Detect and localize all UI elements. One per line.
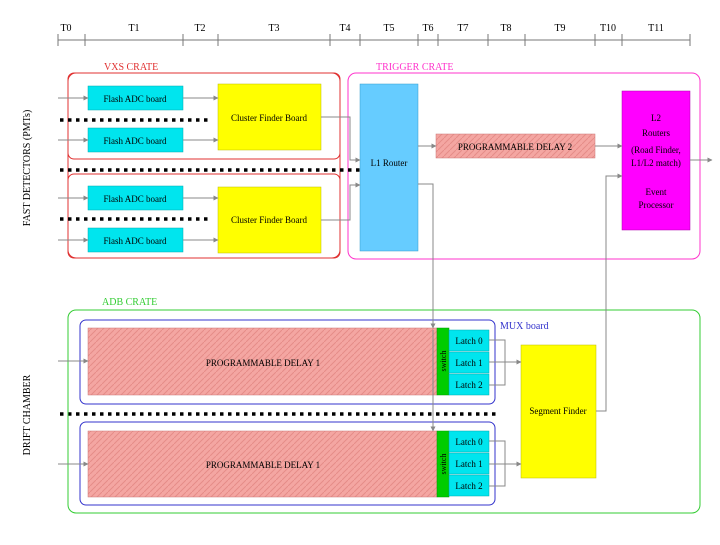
flash-adc-label: Flash ADC board	[104, 236, 168, 246]
programmable-delay-1-label: PROGRAMMABLE DELAY 1	[206, 358, 320, 368]
timeline-label-t4: T4	[339, 23, 350, 34]
vxs-crate-label: VXS CRATE	[104, 62, 158, 73]
trigger-crate-frame	[347, 72, 701, 260]
flash-adc-board: Flash ADC board	[87, 227, 184, 253]
l1-router-label: L1 Router	[371, 158, 408, 168]
timeline-label-t10: T10	[600, 23, 616, 34]
l2-match-label: L1/L2 match)	[631, 158, 681, 168]
mux-board-label: MUX board	[500, 321, 549, 332]
cluster-finder-label: Cluster Finder Board	[231, 113, 307, 123]
vxs-crate-upper	[67, 72, 341, 160]
flash-adc-board: Flash ADC board	[87, 185, 184, 211]
programmable-delay-2-label: PROGRAMMABLE DELAY 2	[458, 142, 572, 152]
l2-event-label: Event	[646, 187, 667, 197]
latch-2-label: Latch 2	[455, 380, 482, 390]
switch-label: switch	[439, 351, 448, 372]
fast-detectors-label: FAST DETECTORS (PMTs)	[22, 110, 33, 227]
cluster-finder-board: Cluster Finder Board	[217, 83, 322, 151]
timeline: T0 T1 T2 T3 T4 T5 T6 T7 T8 T9 T10 T11	[57, 23, 691, 46]
segment-finder: Segment Finder	[520, 344, 597, 479]
l1-router: L1 Router	[359, 83, 419, 252]
latch-1-label: Latch 1	[455, 358, 482, 368]
latch-0-label: Latch 0	[455, 437, 483, 447]
latch-2-label: Latch 2	[455, 481, 482, 491]
connectors	[58, 95, 713, 487]
timeline-label-t11: T11	[648, 23, 664, 34]
flash-adc-label: Flash ADC board	[104, 136, 168, 146]
timeline-label-t0: T0	[60, 23, 71, 34]
dotted-separators	[60, 118, 500, 416]
adb-crate-label: ADB CRATE	[102, 297, 157, 308]
flash-adc-board: Flash ADC board	[87, 127, 184, 153]
flash-adc-label: Flash ADC board	[104, 194, 168, 204]
timeline-label-t9: T9	[554, 23, 565, 34]
programmable-delay-1-label: PROGRAMMABLE DELAY 1	[206, 460, 320, 470]
latch-1: Latch 1	[448, 351, 490, 374]
vxs-crate-lower	[67, 173, 341, 259]
timeline-label-t8: T8	[500, 23, 511, 34]
drift-chamber-label: DRIFT CHAMBER	[22, 374, 33, 455]
switch-label: switch	[439, 454, 448, 475]
programmable-delay-2: PROGRAMMABLE DELAY 2	[435, 133, 596, 159]
timeline-label-t1: T1	[128, 23, 139, 34]
programmable-delay-1: PROGRAMMABLE DELAY 1	[87, 327, 438, 396]
timeline-label-t6: T6	[422, 23, 433, 34]
l2-title: L2	[651, 113, 661, 123]
l2-routers-label: Routers	[642, 128, 670, 138]
timeline-label-t5: T5	[383, 23, 394, 34]
latch-0-label: Latch 0	[455, 336, 483, 346]
latch-0: Latch 0	[448, 430, 490, 453]
latch-0: Latch 0	[448, 329, 490, 352]
flash-adc-label: Flash ADC board	[104, 94, 168, 104]
programmable-delay-1: PROGRAMMABLE DELAY 1	[87, 430, 438, 498]
segment-finder-label: Segment Finder	[529, 406, 586, 416]
latch-2: Latch 2	[448, 474, 490, 497]
latch-2: Latch 2	[448, 373, 490, 396]
timeline-label-t2: T2	[194, 23, 205, 34]
l2-processor-label: Processor	[639, 200, 674, 210]
adb-crate-frame	[67, 309, 701, 514]
trigger-crate-label: TRIGGER CRATE	[376, 62, 454, 73]
l2-routers-block: L2 Routers (Road Finder, L1/L2 match) Ev…	[621, 90, 691, 231]
switch-block: switch	[436, 327, 450, 396]
cluster-finder-label: Cluster Finder Board	[231, 215, 307, 225]
switch-block: switch	[436, 430, 450, 498]
latch-1-label: Latch 1	[455, 459, 482, 469]
flash-adc-board: Flash ADC board	[87, 85, 184, 111]
timeline-label-t3: T3	[268, 23, 279, 34]
latch-1: Latch 1	[448, 452, 490, 475]
cluster-finder-board: Cluster Finder Board	[217, 186, 322, 254]
timeline-label-t7: T7	[457, 23, 468, 34]
l2-road-finder-label: (Road Finder,	[631, 145, 681, 155]
